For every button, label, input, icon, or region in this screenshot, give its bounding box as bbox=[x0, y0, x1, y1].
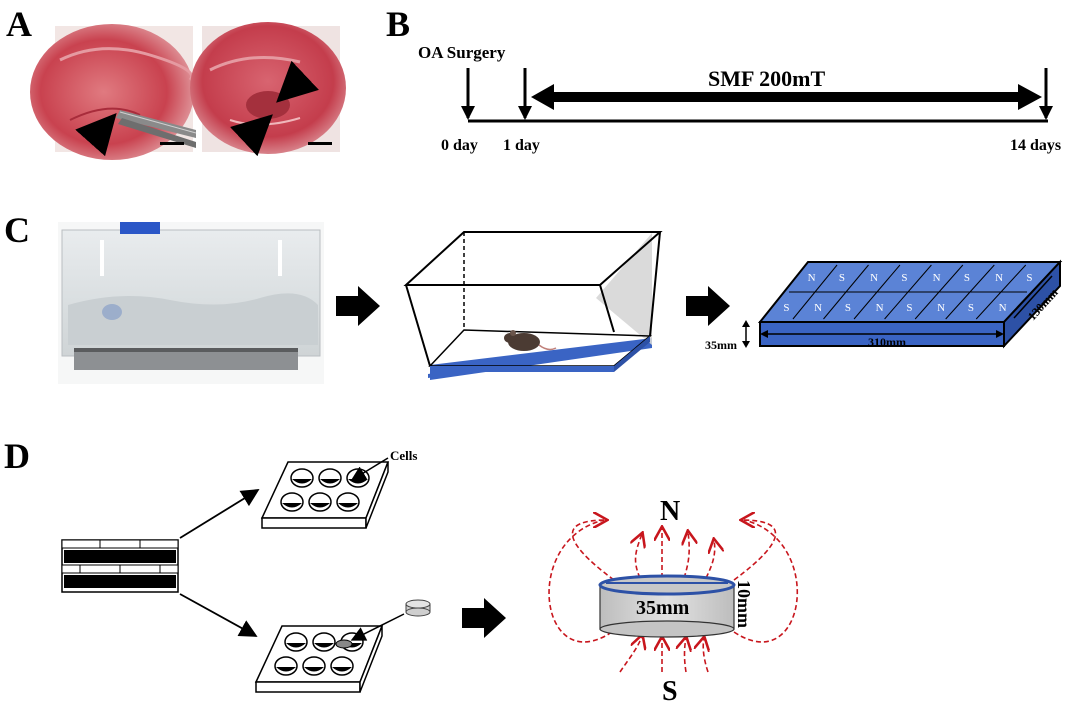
arrow-right-d bbox=[462, 598, 506, 638]
timeline: OA Surgery SMF 200mT 0 day 1 day 14 days bbox=[418, 43, 1061, 154]
well bbox=[318, 468, 342, 488]
timeline-day1: 1 day bbox=[503, 137, 540, 154]
well bbox=[274, 656, 298, 676]
magnet-pole-label: N bbox=[995, 272, 1003, 284]
magnet-height: 10mm bbox=[734, 580, 754, 628]
magnet-plate-height: 35mm bbox=[705, 338, 737, 352]
well-shadow bbox=[332, 667, 352, 672]
well bbox=[330, 656, 354, 676]
well-shadow bbox=[304, 667, 324, 672]
magnet-stack bbox=[61, 539, 179, 593]
magnet-pole-label: N bbox=[870, 272, 878, 284]
timeline-surgery-label: OA Surgery bbox=[418, 43, 506, 62]
well-shadow bbox=[310, 503, 330, 508]
well-shadow bbox=[276, 667, 296, 672]
well-shadow bbox=[338, 503, 358, 508]
well bbox=[284, 632, 308, 652]
treatment-arrow bbox=[531, 84, 1042, 110]
well bbox=[280, 492, 304, 512]
well-shadow bbox=[282, 503, 302, 508]
well-plate-bottom bbox=[254, 625, 384, 693]
magnet-pole-labels: S N S N S N S N N S N S N S N S bbox=[783, 272, 1032, 314]
cells-pointer bbox=[350, 457, 389, 481]
disc-pointer bbox=[350, 613, 405, 641]
magnet-pole-label: N bbox=[937, 302, 945, 314]
magnet-pole-label: N bbox=[933, 272, 941, 284]
well bbox=[336, 492, 360, 512]
well bbox=[302, 656, 326, 676]
arrow-right-c2 bbox=[686, 286, 730, 326]
well-plate-top bbox=[260, 461, 390, 529]
magnet-plate-length: 310mm bbox=[868, 335, 906, 349]
timeline-day14: 14 days bbox=[1010, 137, 1061, 154]
arrow-right-c1 bbox=[336, 286, 380, 326]
well-shadow bbox=[320, 479, 340, 484]
magnet-diameter: 35mm bbox=[636, 597, 690, 619]
well-shadow bbox=[292, 479, 312, 484]
photo-surgery-right bbox=[190, 22, 346, 157]
mouse-icon bbox=[504, 330, 557, 351]
magnet-pole-label: S bbox=[968, 302, 974, 314]
small-magnet-disc bbox=[405, 599, 431, 617]
arrow-to-plate-top bbox=[179, 489, 260, 539]
magnet-north-label: N bbox=[660, 496, 680, 527]
magnet-top-face bbox=[598, 574, 736, 596]
magnet-pole-label: N bbox=[814, 302, 822, 314]
well bbox=[312, 632, 336, 652]
arrow-to-plate-bottom bbox=[179, 593, 258, 637]
panel-letter-d: D bbox=[4, 436, 30, 476]
timeline-day0: 0 day bbox=[441, 137, 478, 154]
panel-letter-a: A bbox=[6, 4, 32, 44]
cells-label: Cells bbox=[390, 448, 417, 463]
well bbox=[290, 468, 314, 488]
timeline-treatment-label: SMF 200mT bbox=[708, 66, 825, 91]
magnet-pole-label: N bbox=[876, 302, 884, 314]
magnet-pole-label: S bbox=[839, 272, 845, 284]
magnet-pole-label: N bbox=[808, 272, 816, 284]
magnet-pole-label: S bbox=[845, 302, 851, 314]
panel-letter-b: B bbox=[386, 4, 410, 44]
magnet-field-diagram: 35mm 10mm N S bbox=[548, 496, 799, 705]
photo-mouse-cage bbox=[58, 222, 324, 384]
well bbox=[308, 492, 332, 512]
well-shadow bbox=[314, 643, 334, 648]
magnet-south-label: S bbox=[662, 676, 678, 705]
magnet-pole-label: S bbox=[964, 272, 970, 284]
magnet-pole-label: S bbox=[783, 302, 789, 314]
magnet-pole-label: S bbox=[1026, 272, 1032, 284]
magnet-pole-label: N bbox=[999, 302, 1007, 314]
magnet-pole-label: S bbox=[906, 302, 912, 314]
panel-letter-c: C bbox=[4, 210, 30, 250]
photo-surgery-left bbox=[30, 24, 197, 160]
well-shadow bbox=[286, 643, 306, 648]
magnet-pole-label: S bbox=[901, 272, 907, 284]
magnet-grid bbox=[788, 264, 1028, 320]
cage-diagram bbox=[403, 231, 663, 380]
field-lines bbox=[548, 520, 799, 673]
